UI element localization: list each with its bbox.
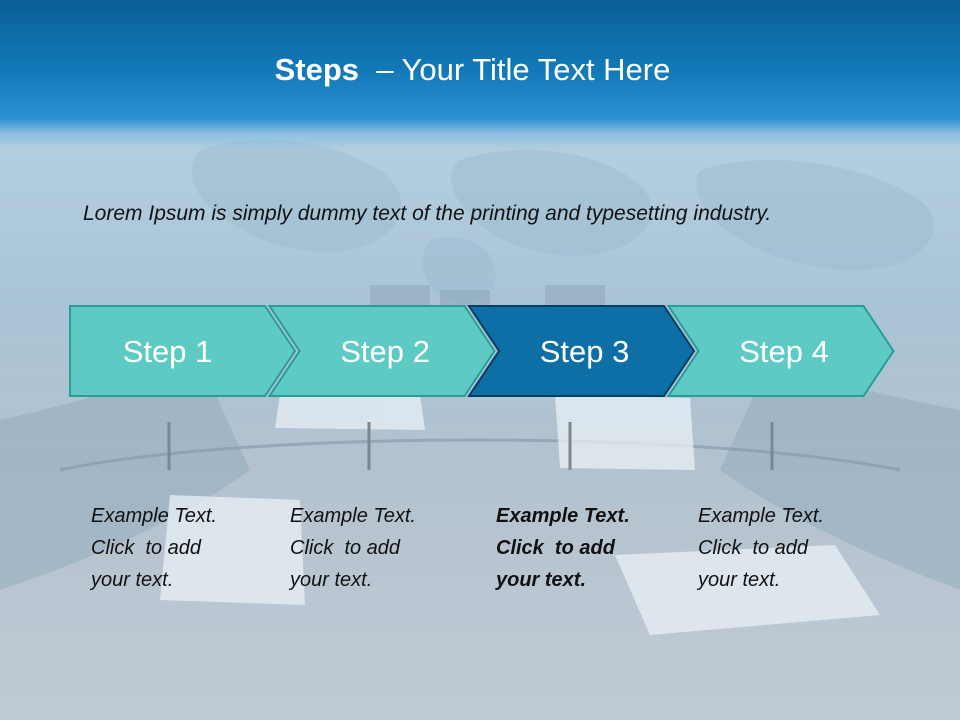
step-text-line: your text. — [290, 569, 373, 591]
title-bar — [0, 0, 960, 150]
step-3-chevron[interactable] — [467, 305, 696, 397]
step-3-text[interactable]: Example Text. Click to add your text. — [496, 500, 671, 596]
step-4-chevron[interactable] — [666, 305, 895, 397]
step-2-text[interactable]: Example Text. Click to add your text. — [290, 500, 465, 596]
step-text-line: your text. — [91, 569, 174, 591]
step-1-chevron[interactable] — [69, 305, 297, 397]
title-rest-part: – Your Title Text Here — [359, 52, 671, 87]
step-4-label: Step 4 — [739, 334, 829, 369]
step-3-label: Step 3 — [540, 334, 630, 369]
page-title[interactable]: Steps – Your Title Text Here — [0, 52, 945, 88]
step-2-chevron[interactable] — [267, 305, 496, 397]
step-text-line: Example Text. — [496, 505, 630, 527]
step-text-line: Click to add — [91, 537, 202, 559]
step-text-line: Click to add — [698, 537, 809, 559]
step-2-label: Step 2 — [340, 334, 430, 369]
step-text-line: Click to add — [290, 537, 401, 559]
step-1-label: Step 1 — [123, 334, 213, 369]
step-text-line: your text. — [698, 569, 781, 591]
title-bold-part: Steps — [274, 52, 360, 87]
step-1-text[interactable]: Example Text. Click to add your text. — [91, 500, 266, 596]
step-text-line: Example Text. — [290, 505, 416, 527]
step-text-line: your text. — [496, 569, 587, 591]
step-text-line: Example Text. — [91, 505, 217, 527]
step-4-text[interactable]: Example Text. Click to add your text. — [698, 500, 873, 596]
step-text-line: Click to add — [496, 537, 615, 559]
step-text-line: Example Text. — [698, 505, 824, 527]
intro-text[interactable]: Lorem Ipsum is simply dummy text of the … — [83, 202, 772, 225]
